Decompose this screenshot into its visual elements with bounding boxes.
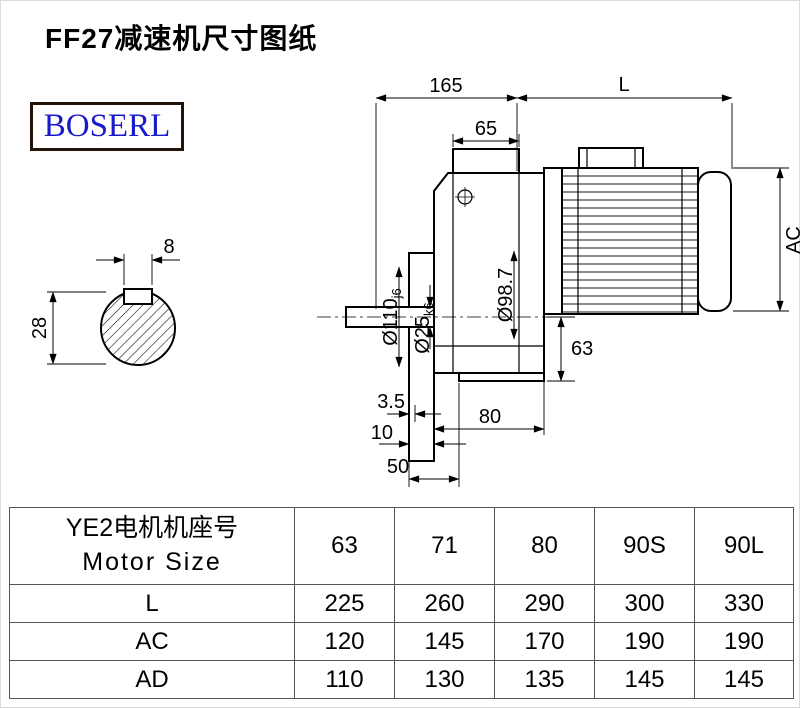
dim-label-80: 80 (479, 406, 501, 428)
table-header-row: YE2电机机座号 Motor Size 63 71 80 90S 90L (9, 507, 794, 585)
dim-label-3-5: 3.5 (377, 391, 405, 413)
motor-adapter (543, 167, 563, 315)
gearmotor-side-view (317, 147, 732, 462)
value-cell: 145 (694, 660, 794, 699)
keyway-notch (123, 288, 153, 305)
header-motor-size-cn: YE2电机机座号 (65, 514, 239, 543)
value-cell: 290 (494, 584, 595, 623)
dim-label-25-tolerance: k6 (421, 302, 436, 316)
value-cell: 300 (594, 584, 695, 623)
column-header-63: 63 (294, 507, 395, 585)
motor-body (561, 167, 699, 315)
dim-label-AC: AC (783, 226, 800, 254)
housing-bottom-step (458, 372, 545, 382)
dim-label-63: 63 (571, 338, 593, 360)
shaft-cross-section-view (100, 288, 176, 366)
value-cell: 130 (394, 660, 495, 699)
dim-label-50: 50 (387, 456, 409, 478)
dim-label-98-7: Ø98.7 (495, 268, 517, 322)
header-motor-size-en: Motor Size (82, 548, 222, 576)
page-title: FF27减速机尺寸图纸 (45, 23, 318, 54)
dim-label-L: L (618, 74, 629, 96)
gearbox-housing (433, 172, 545, 374)
value-cell: 110 (294, 660, 395, 699)
dim-label-key-height: 28 (29, 317, 51, 339)
row-label-AD: AD (9, 660, 295, 699)
row-label-L: L (9, 584, 295, 623)
housing-detail-lines (434, 148, 683, 373)
value-cell: 260 (394, 584, 495, 623)
boserl-logo-text: BOSERL (43, 108, 171, 144)
row-label-AC: AC (9, 622, 295, 661)
dim-label-110-tolerance: j6 (389, 288, 404, 299)
mounting-flange (408, 252, 435, 462)
dim-label-25: Ø25 (412, 316, 434, 354)
value-cell: 120 (294, 622, 395, 661)
terminal-box (578, 147, 644, 169)
value-cell: 190 (594, 622, 695, 661)
column-header-80: 80 (494, 507, 595, 585)
value-cell: 135 (494, 660, 595, 699)
value-cell: 190 (694, 622, 794, 661)
value-cell: 145 (394, 622, 495, 661)
dim-label-key-width: 8 (163, 236, 174, 258)
value-cell: 330 (694, 584, 794, 623)
dim-label-165: 165 (429, 75, 462, 97)
dim-label-25k6: Ø25k6 (412, 302, 436, 354)
dim-label-110: Ø110 (380, 298, 402, 345)
dimension-lines (49, 94, 784, 483)
table-row-AC: AC 120 145 170 190 190 (9, 622, 794, 661)
dim-label-10: 10 (371, 422, 393, 444)
value-cell: 225 (294, 584, 395, 623)
column-header-71: 71 (394, 507, 495, 585)
boserl-logo: BOSERL (30, 102, 184, 151)
housing-top-block (452, 148, 520, 174)
column-header-90L: 90L (694, 507, 794, 585)
fan-cover (697, 171, 732, 312)
column-header-90S: 90S (594, 507, 695, 585)
header-motor-size-cell: YE2电机机座号 Motor Size (9, 507, 295, 585)
table-row-L: L 225 260 290 300 330 (9, 584, 794, 623)
dimension-labels: 8 28 165 L 65 AC 63 Ø98.7 Ø110j6 Ø25k6 3… (29, 74, 800, 478)
dim-label-110j6: Ø110j6 (380, 288, 404, 346)
value-cell: 170 (494, 622, 595, 661)
table-row-AD: AD 110 130 135 145 145 (9, 660, 794, 699)
dim-label-65: 65 (475, 118, 497, 140)
value-cell: 145 (594, 660, 695, 699)
motor-size-table: YE2电机机座号 Motor Size 63 71 80 90S 90L L 2… (9, 507, 794, 699)
